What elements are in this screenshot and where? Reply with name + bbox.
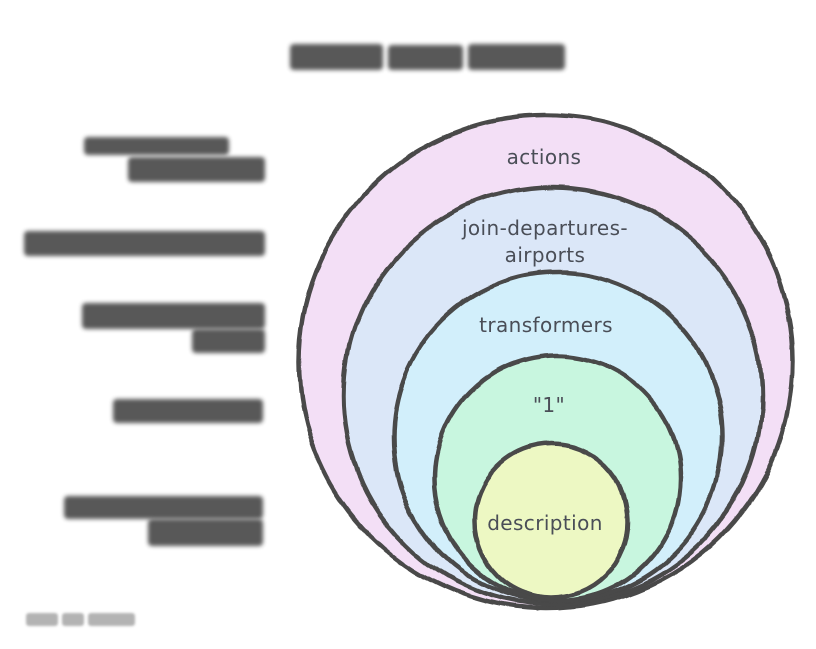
redacted-label-line [64,496,263,519]
redacted-title-word [468,44,565,70]
redacted-label-line [113,399,263,423]
redacted-title-word [290,44,383,70]
redacted-label-line [148,519,263,546]
ring-label-transformers: transformers [479,313,613,337]
watermark-word [26,613,58,626]
redacted-title-word [388,45,463,70]
redacted-label-line [128,157,265,182]
watermark-word [88,613,135,626]
watermark-word [62,613,84,626]
redacted-label-line [82,303,265,329]
redacted-label-line [192,329,265,353]
ring-label-join-departures-airports-line1: join-departures- [461,216,628,240]
rings-group [296,112,796,612]
ring-label-join-departures-airports-line2: airports [505,243,586,267]
ring-label-one: "1" [533,393,565,417]
redacted-label-line [24,231,265,256]
redacted-label-line [84,137,229,155]
ring-description [471,441,631,601]
ring-label-description: description [487,511,603,535]
ring-labels-group: actions join-departures-airports transform… [461,145,628,535]
ring-label-actions: actions [507,145,582,169]
